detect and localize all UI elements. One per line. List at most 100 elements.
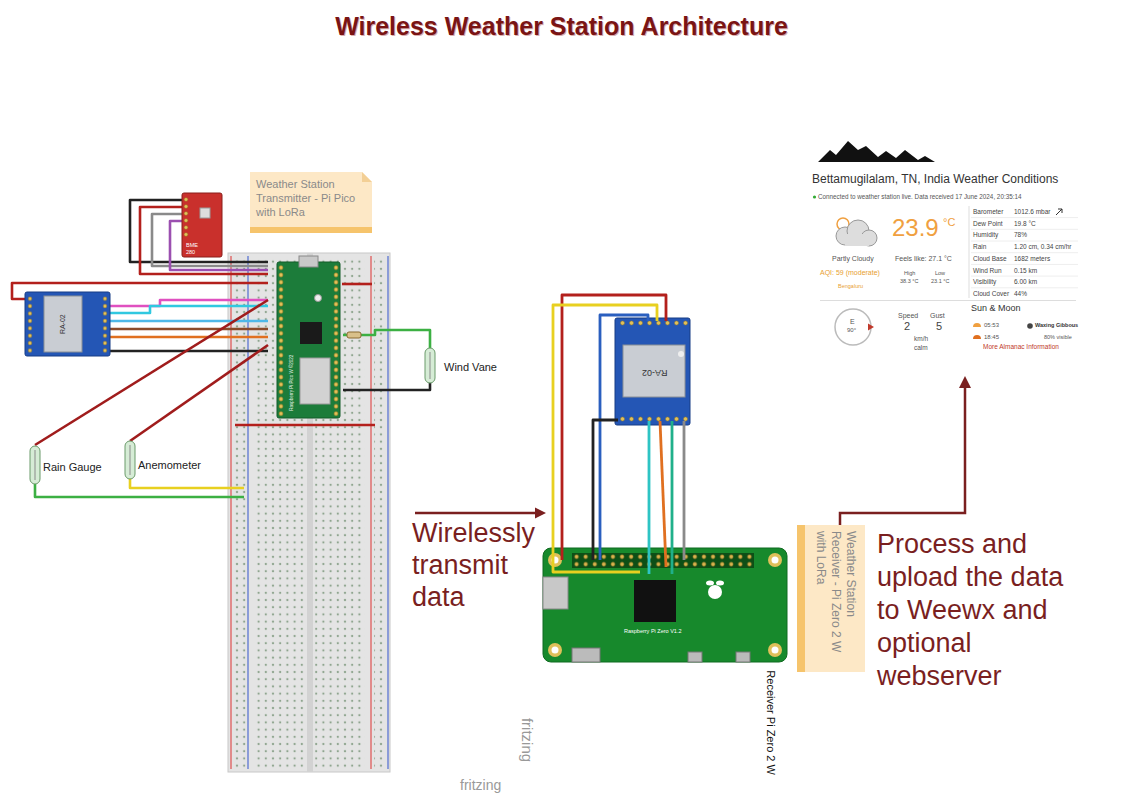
wire: [671, 421, 674, 574]
mount-hole: [552, 647, 559, 654]
reed-switches: [30, 348, 435, 484]
row-rule: [971, 252, 1078, 253]
part-label: BME 280: [186, 242, 206, 255]
page-text: E: [850, 318, 855, 326]
watermark: fritzing: [460, 777, 501, 794]
page-text: Low: [935, 270, 945, 277]
wire: [35, 484, 244, 497]
divider: [969, 206, 970, 298]
sensor: [200, 208, 210, 218]
row-rule: [971, 241, 1078, 242]
wire: [105, 306, 268, 313]
wireless-arrow: [415, 512, 536, 515]
cloud-icon: [845, 234, 869, 246]
sunset-icon: [973, 335, 981, 339]
page-text: calm: [914, 344, 928, 352]
breadboard: [228, 253, 390, 772]
status-dot: [813, 195, 816, 198]
pins: [618, 319, 690, 423]
page-text: AQI: 59 (moderate): [820, 269, 880, 277]
weather-web-page: Bettamugilalam, TN, India Weather Condit…: [812, 138, 1080, 376]
reed-contact: [35, 450, 36, 480]
page-text: 1.20 cm, 0.34 cm/hr: [1014, 243, 1071, 251]
note-text: Weather Station Receiver - Pi Zero 2 W w…: [813, 531, 858, 666]
breadboard-body: [228, 253, 390, 772]
soc-chip: [634, 580, 676, 622]
page-text: °C: [943, 216, 955, 229]
page-text: 23.1 °C: [931, 278, 949, 285]
compass-pointer: [868, 324, 874, 331]
web-page-graphics: [813, 141, 1078, 345]
row-rule: [971, 276, 1078, 277]
page-text: Gust: [930, 312, 945, 320]
edge-label: Process and upload the data to Weewx and…: [877, 528, 1092, 693]
page-text: 0.15 km: [1014, 267, 1037, 275]
wire: [660, 421, 666, 567]
flow-arrow: [840, 376, 971, 525]
component-label: Rain Gauge: [43, 461, 102, 474]
page-text: Sun & Moon: [971, 303, 1021, 314]
pcb: [277, 262, 340, 418]
mount-hole: [768, 643, 782, 657]
note-fold-shade: [362, 172, 372, 182]
part-label: RA-02: [59, 314, 67, 334]
logo-leaf: [706, 581, 714, 586]
page-text: Wind Run: [973, 267, 1002, 275]
wire: [593, 420, 618, 560]
trend-arrow: [1056, 209, 1062, 215]
raspberry-logo: [708, 585, 722, 599]
component-label: Wind Vane: [444, 361, 497, 374]
reed-contact: [430, 352, 431, 379]
page-text: Partly Cloudy: [832, 255, 874, 263]
wires: [553, 295, 684, 574]
button: [315, 295, 322, 302]
reed-switch: [30, 446, 40, 484]
step-label: Wirelessly transmit data: [412, 518, 550, 614]
wire: [648, 421, 651, 574]
pins: [277, 264, 340, 416]
reed-switch: [425, 348, 435, 383]
sticky-note: Weather Station Transmitter - Pi Pico wi…: [250, 172, 372, 233]
watermark: fritzing: [518, 718, 536, 762]
bme280-board: [182, 193, 222, 257]
port: [736, 652, 750, 662]
page-text: Humidity: [973, 231, 998, 239]
pcb: [25, 292, 110, 356]
sunrise-icon: [973, 323, 981, 327]
page-text: 1012.6 mbar: [1014, 208, 1051, 216]
page-text: Barometer: [973, 208, 1003, 216]
lora-module: [25, 292, 110, 356]
mount-hole: [548, 553, 562, 567]
wire: [105, 328, 268, 331]
lora-module: [615, 318, 690, 425]
page-text: 6.00 km: [1014, 278, 1037, 286]
wire: [553, 305, 657, 572]
page-text: Bengaluru: [838, 283, 863, 290]
page-text: 90°: [847, 327, 856, 334]
mount-hole: [772, 647, 779, 654]
page-text: 18:45: [984, 334, 999, 341]
sd-slot: [543, 577, 568, 609]
pins: [182, 196, 190, 238]
page-text: Cloud Base: [973, 255, 1007, 263]
rail-line: [231, 256, 232, 769]
wire: [130, 345, 268, 441]
page-text: More Almanac Information: [983, 343, 1059, 351]
page-text: 80% visible: [1044, 334, 1072, 341]
note-fold: [362, 172, 372, 182]
wire: [683, 421, 686, 560]
mount-hole: [772, 557, 779, 564]
page-text: 44%: [1014, 290, 1027, 298]
component-label: Anemometer: [138, 459, 201, 472]
page-text: 38.3 °C: [900, 278, 918, 285]
shield: [623, 345, 685, 397]
chip: [300, 322, 322, 344]
wire: [343, 381, 430, 390]
row-rule: [971, 264, 1078, 265]
pcb: [615, 318, 690, 425]
led: [678, 351, 684, 357]
reed-contact: [130, 445, 131, 475]
page-text: Dew Point: [973, 220, 1003, 228]
page-text: Speed: [898, 312, 918, 320]
